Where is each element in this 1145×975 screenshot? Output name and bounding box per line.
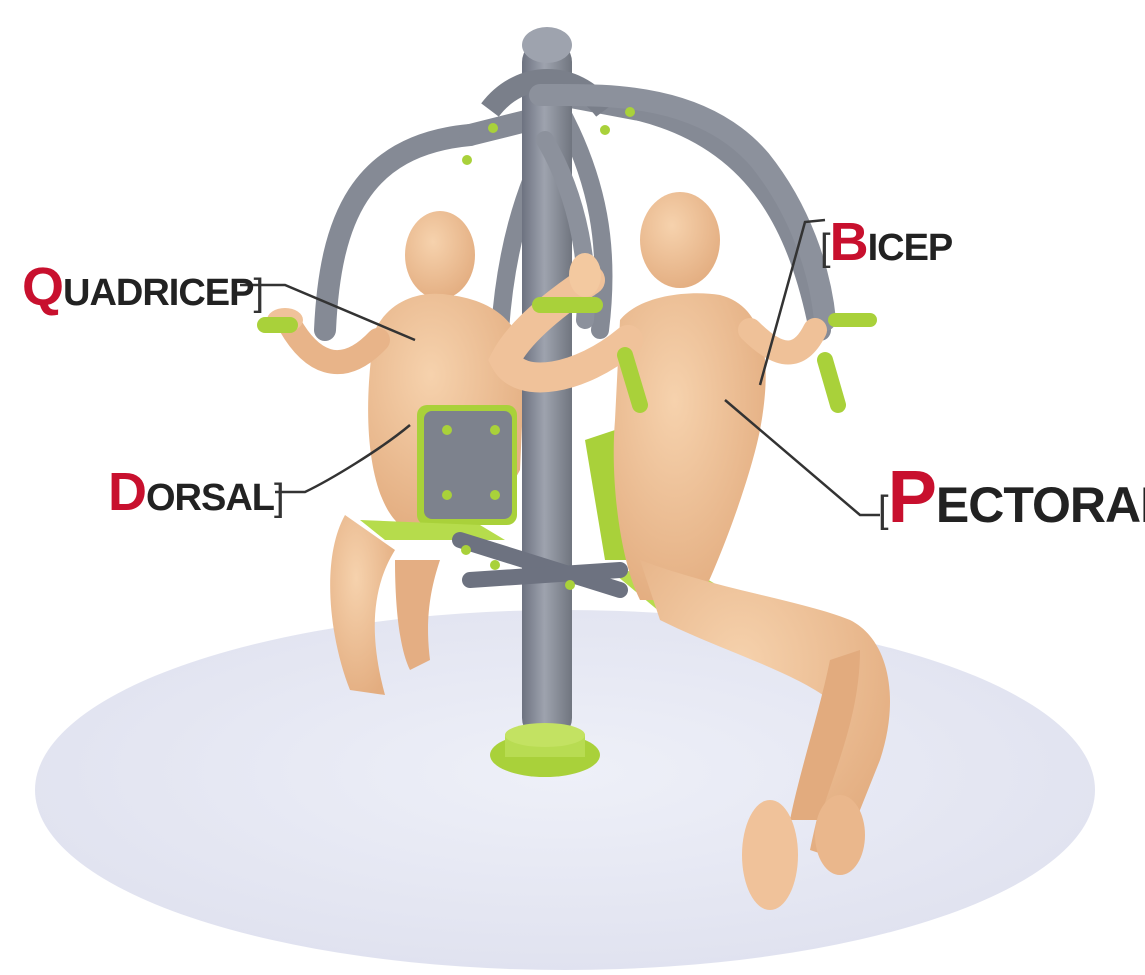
pectoral-initial: P (888, 455, 936, 538)
pectoral-rest: ECTORAL (936, 477, 1145, 533)
quadricep-label: QUADRICEP] (22, 260, 263, 314)
quadricep-initial: Q (22, 257, 63, 317)
pectoral-label: [PECTORAL (878, 460, 1145, 534)
dorsal-label: DORSAL] (108, 465, 284, 519)
dorsal-rest: ORSAL (146, 477, 274, 519)
quadricep-rest: UADRICEP (63, 272, 253, 314)
bicep-rest: ICEP (868, 227, 953, 269)
bicep-label: [BICEP (820, 215, 952, 269)
bicep-initial: B (830, 212, 868, 272)
backrest-plate (417, 405, 517, 525)
dorsal-initial: D (108, 462, 146, 522)
